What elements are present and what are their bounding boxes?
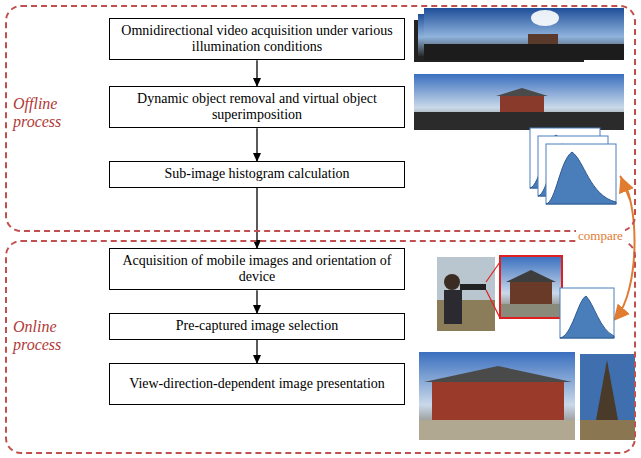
flow-arrow <box>256 188 257 248</box>
region-label: Offline process <box>13 95 77 132</box>
process-box: Acquisition of mobile images and orienta… <box>109 248 405 290</box>
box-text: View-direction-dependent image presentat… <box>129 376 385 392</box>
process-box: Sub-image histogram calculation <box>109 161 405 188</box>
mobile-image-inset <box>500 256 562 318</box>
process-box: Dynamic object removal and virtual objec… <box>109 86 405 128</box>
box-text: Acquisition of mobile images and orienta… <box>118 253 396 285</box>
histogram-stack <box>530 128 616 204</box>
process-region: Offline process Omnidirectional video acq… <box>5 5 636 232</box>
annotation-label: compare <box>576 229 625 243</box>
box-text: Sub-image histogram calculation <box>164 166 349 182</box>
presented-images <box>419 352 635 440</box>
process-box: Omnidirectional video acquisition under … <box>109 18 405 60</box>
mobile-histogram <box>560 288 614 338</box>
process-region: Online process Acquisition of mobile imag… <box>5 240 636 454</box>
compare-arrow-tail <box>622 180 630 200</box>
process-box: View-direction-dependent image presentat… <box>109 363 405 405</box>
user-photo <box>437 257 500 331</box>
flow-arrow <box>256 290 257 313</box>
box-text: Dynamic object removal and virtual objec… <box>118 91 396 123</box>
flow-arrow <box>256 128 257 161</box>
compare-arrow <box>616 176 635 318</box>
box-text: Omnidirectional video acquisition under … <box>118 23 396 55</box>
panorama-stack <box>414 8 624 62</box>
process-box: Pre-captured image selection <box>109 313 405 340</box>
box-text: Pre-captured image selection <box>176 318 338 334</box>
flow-arrow <box>256 60 257 86</box>
region-label: Online process <box>13 318 77 355</box>
processed-panorama <box>414 74 624 130</box>
flow-arrow <box>256 340 257 363</box>
